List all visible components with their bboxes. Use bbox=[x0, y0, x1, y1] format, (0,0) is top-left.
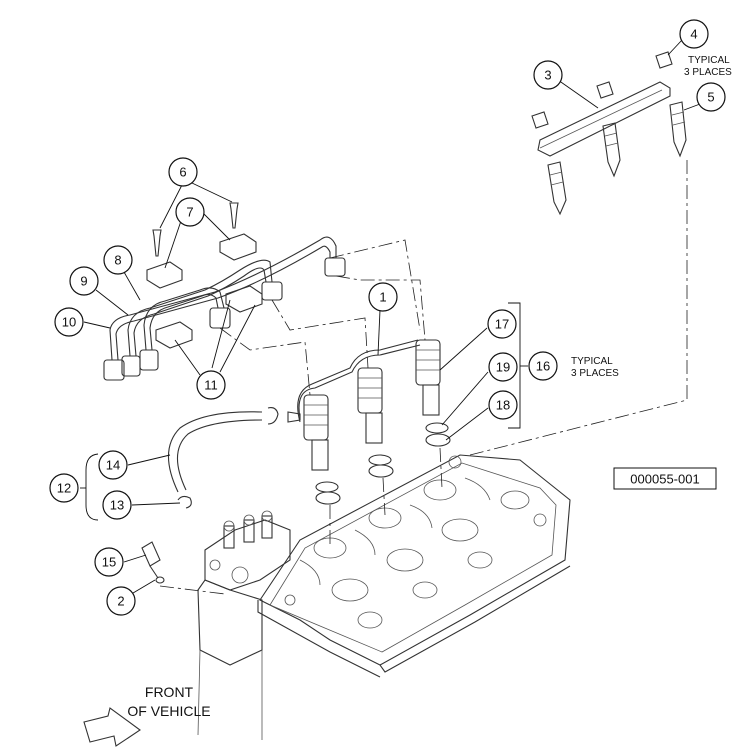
callout-10-label: 10 bbox=[62, 315, 76, 330]
callout-4: 4 bbox=[679, 19, 709, 49]
front-direction-arrow-icon bbox=[83, 707, 141, 747]
callout-3-label: 3 bbox=[544, 68, 551, 83]
callout-12-label: 12 bbox=[57, 481, 71, 496]
callout-4-label: 4 bbox=[690, 27, 697, 42]
callout-16-label: 16 bbox=[536, 359, 550, 374]
callout-17: 17 bbox=[487, 309, 517, 339]
callout-11: 11 bbox=[196, 370, 226, 400]
callout-2-label: 2 bbox=[117, 594, 124, 609]
callout-13-label: 13 bbox=[110, 498, 124, 513]
callout-19-label: 19 bbox=[496, 360, 510, 375]
bleeder-screw bbox=[141, 541, 165, 584]
callout-13: 13 bbox=[102, 490, 132, 520]
note-typical-top-line2: 3 PLACES bbox=[684, 67, 732, 78]
callout-19: 19 bbox=[488, 352, 518, 382]
callout-1: 1 bbox=[368, 282, 398, 312]
injection-lines bbox=[103, 202, 346, 381]
callout-10: 10 bbox=[54, 307, 84, 337]
callout-7: 7 bbox=[175, 197, 205, 227]
callout-14-label: 14 bbox=[106, 458, 120, 473]
callout-9-label: 9 bbox=[80, 274, 87, 289]
callout-7-label: 7 bbox=[186, 205, 193, 220]
leader-lines bbox=[80, 39, 701, 597]
callout-15: 15 bbox=[94, 547, 124, 577]
note-typical-mid-line1: TYPICAL bbox=[571, 356, 613, 367]
callout-5: 5 bbox=[696, 82, 726, 112]
callout-1-label: 1 bbox=[379, 290, 386, 305]
reference-number-box: 000055-001 bbox=[613, 467, 717, 490]
fuel-injectors bbox=[297, 339, 451, 505]
callout-9: 9 bbox=[69, 266, 99, 296]
callout-8: 8 bbox=[103, 245, 133, 275]
callout-12: 12 bbox=[49, 473, 79, 503]
front-label-line2: OF VEHICLE bbox=[127, 703, 210, 719]
callout-6: 6 bbox=[168, 157, 198, 187]
callout-18: 18 bbox=[488, 390, 518, 420]
note-typical-mid-line2: 3 PLACES bbox=[571, 368, 619, 379]
reference-number: 000055-001 bbox=[630, 472, 699, 487]
return-hose bbox=[167, 407, 301, 509]
glow-plug-assembly bbox=[531, 51, 687, 216]
front-label-line1: FRONT bbox=[145, 684, 194, 700]
callout-5-label: 5 bbox=[707, 90, 714, 105]
callout-14: 14 bbox=[98, 450, 128, 480]
callout-8-label: 8 bbox=[114, 253, 121, 268]
callout-2: 2 bbox=[106, 586, 136, 616]
callout-15-label: 15 bbox=[102, 555, 116, 570]
callout-17-label: 17 bbox=[495, 317, 509, 332]
callout-18-label: 18 bbox=[496, 398, 510, 413]
alignment-lines bbox=[159, 160, 688, 595]
note-typical-top-line1: TYPICAL bbox=[688, 55, 730, 66]
cylinder-head bbox=[197, 454, 571, 740]
callout-6-label: 6 bbox=[179, 165, 186, 180]
callout-3: 3 bbox=[533, 60, 563, 90]
callout-16: 16 bbox=[528, 351, 558, 381]
callout-11-label: 11 bbox=[204, 378, 218, 393]
